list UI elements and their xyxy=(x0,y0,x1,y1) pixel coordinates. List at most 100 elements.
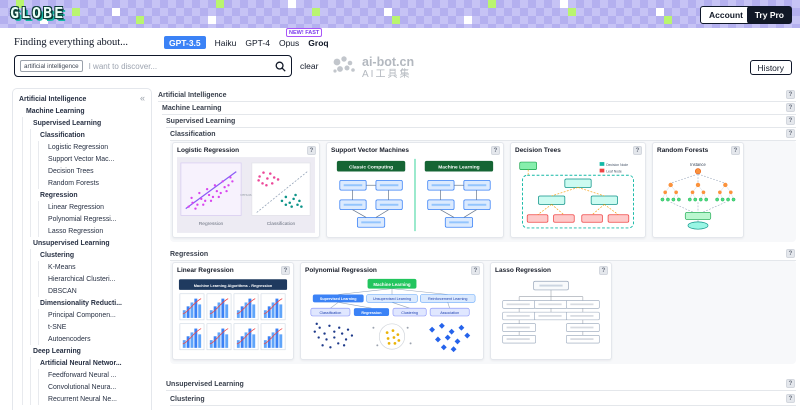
card-lasso-regression[interactable]: Lasso Regression ? xyxy=(490,262,612,360)
model-tab-haiku[interactable]: Haiku xyxy=(214,37,237,48)
sidebar-item-machine-learning[interactable]: Machine Learning xyxy=(26,107,85,115)
section-help-icon[interactable]: ? xyxy=(786,103,795,112)
section-help-icon[interactable]: ? xyxy=(786,116,795,125)
card-help-icon[interactable]: ? xyxy=(471,266,480,275)
svg-text:Supervised Learning: Supervised Learning xyxy=(320,297,357,301)
section-header-regression: Regression ? xyxy=(170,247,796,261)
search-input[interactable] xyxy=(86,60,271,72)
section-header-classification: Classification ? xyxy=(170,127,796,141)
watermark-logo-icon xyxy=(330,54,356,83)
svg-text:Unsupervised Learning: Unsupervised Learning xyxy=(373,297,411,301)
logistic-regression-thumbnail: Regression versus Classification xyxy=(177,156,315,234)
sidebar-item-t-sne[interactable]: t-SNE xyxy=(16,321,148,333)
lasso-regression-thumbnail xyxy=(495,276,607,356)
card-help-icon[interactable]: ? xyxy=(731,146,740,155)
svg-text:Association: Association xyxy=(440,311,459,315)
sidebar-item-classification[interactable]: Classification xyxy=(16,129,148,141)
svg-text:Machine Learning Algorithms -: Machine Learning Algorithms - Regression xyxy=(194,284,273,288)
svg-text:Reinforcement Learning: Reinforcement Learning xyxy=(428,297,468,301)
svg-text:Classification: Classification xyxy=(320,311,342,315)
banner-pixel-decoration-green xyxy=(16,0,24,8)
linear-regression-thumbnail: Machine Learning Algorithms - Regression xyxy=(177,276,289,356)
sidebar-item-unsupervised-learning[interactable]: Unsupervised Learning xyxy=(16,237,148,249)
sidebar-item-artificial-intelligence[interactable]: Artificial Intelligence xyxy=(19,95,87,103)
polynomial-regression-thumbnail: Machine Learning Supervised Learning Uns… xyxy=(305,276,479,356)
sidebar-item-random-forests[interactable]: Random Forests xyxy=(16,177,148,189)
model-tab-gpt-3-5[interactable]: GPT-3.5 xyxy=(164,36,206,49)
sidebar-item-feedforward-neural-network[interactable]: Feedforward Neural ... xyxy=(16,369,148,381)
globe-logo[interactable]: GLOBE xyxy=(10,4,66,22)
search-tag-chip[interactable]: artificial intelligence xyxy=(20,60,83,72)
section-header-unsupervised-learning: Unsupervised Learning ? xyxy=(166,377,796,391)
pixel-banner xyxy=(0,0,800,28)
finding-label: Finding everything about... xyxy=(14,37,129,48)
model-switcher: GPT-3.5 Haiku GPT-4 Opus Groq xyxy=(164,36,329,49)
history-button[interactable]: History xyxy=(749,60,792,75)
sidebar-collapse-icon[interactable]: « xyxy=(139,93,145,103)
search-icon[interactable] xyxy=(275,61,286,72)
sidebar-item-dbscan[interactable]: DBSCAN xyxy=(16,285,148,297)
sidebar-item-dimensionality-reduction[interactable]: Dimensionality Reducti... xyxy=(16,297,148,309)
model-tab-groq[interactable]: Groq xyxy=(308,37,329,48)
search-box[interactable]: artificial intelligence xyxy=(14,55,292,77)
section-help-icon[interactable]: ? xyxy=(786,379,795,388)
sidebar-item-clustering[interactable]: Clustering xyxy=(16,249,148,261)
card-help-icon[interactable]: ? xyxy=(281,266,290,275)
model-tab-opus[interactable]: Opus xyxy=(278,37,300,48)
support-vector-machines-thumbnail: Classic Computing Machine Learning xyxy=(331,156,499,234)
section-help-icon[interactable]: ? xyxy=(786,249,795,258)
sidebar-item-support-vector-machines[interactable]: Support Vector Mac... xyxy=(16,153,148,165)
sidebar-item-convolutional-neural-network[interactable]: Convolutional Neura... xyxy=(16,381,148,393)
card-help-icon[interactable]: ? xyxy=(633,146,642,155)
random-forests-thumbnail: Instance xyxy=(657,156,739,234)
svg-text:Decision Node: Decision Node xyxy=(606,163,628,167)
try-pro-button[interactable]: Try Pro xyxy=(746,6,792,24)
sidebar-item-linear-regression[interactable]: Linear Regression xyxy=(16,201,148,213)
section-header-machine-learning: Machine Learning ? xyxy=(162,101,796,115)
sidebar-item-artificial-neural-networks[interactable]: Artificial Neural Networ... xyxy=(16,357,148,369)
card-help-icon[interactable]: ? xyxy=(307,146,316,155)
sidebar-item-decision-trees[interactable]: Decision Trees xyxy=(16,165,148,177)
new-fast-badge: NEW! FAST xyxy=(286,28,323,37)
sidebar-item-regression[interactable]: Regression xyxy=(16,189,148,201)
watermark-site: ai-bot.cn xyxy=(362,55,415,69)
card-support-vector-machines[interactable]: Support Vector Machines ? Classic Comput… xyxy=(326,142,504,238)
section-help-icon[interactable]: ? xyxy=(786,129,795,138)
card-decision-trees[interactable]: Decision Trees ? Decision Node Leaf Node xyxy=(510,142,646,238)
model-tab-gpt-4[interactable]: GPT-4 xyxy=(245,37,270,48)
svg-text:Machine Learning: Machine Learning xyxy=(438,165,479,171)
section-help-icon[interactable]: ? xyxy=(786,90,795,99)
card-help-icon[interactable]: ? xyxy=(491,146,500,155)
sidebar-item-k-means[interactable]: K-Means xyxy=(16,261,148,273)
sidebar-item-principal-component-analysis[interactable]: Principal Componen... xyxy=(16,309,148,321)
decision-trees-thumbnail: Decision Node Leaf Node xyxy=(515,156,641,234)
svg-text:versus: versus xyxy=(240,192,251,197)
regression-cards-row: Linear Regression ? Machine Learning xyxy=(172,262,612,360)
card-linear-regression[interactable]: Linear Regression ? Machine Learning xyxy=(172,262,294,360)
card-polynomial-regression[interactable]: Polynomial Regression ? Machine Learning… xyxy=(300,262,484,360)
svg-text:Classification: Classification xyxy=(267,221,296,227)
section-header-clustering: Clustering ? xyxy=(170,392,796,406)
sidebar-item-deep-learning[interactable]: Deep Learning xyxy=(16,345,148,357)
sidebar-item-autoencoders[interactable]: Autoencoders xyxy=(16,333,148,345)
svg-text:Clustering: Clustering xyxy=(401,311,418,315)
svg-text:Regression: Regression xyxy=(361,311,382,315)
sidebar-item-logistic-regression[interactable]: Logistic Regression xyxy=(16,141,148,153)
account-button[interactable]: Account xyxy=(700,6,752,24)
clear-button[interactable]: clear xyxy=(300,61,319,71)
section-help-icon[interactable]: ? xyxy=(786,394,795,403)
svg-text:Regression: Regression xyxy=(199,221,224,227)
svg-text:Classic Computing: Classic Computing xyxy=(349,165,393,171)
sidebar-item-recurrent-neural-network[interactable]: Recurrent Neural Ne... xyxy=(16,393,148,405)
sidebar-item-supervised-learning[interactable]: Supervised Learning xyxy=(16,117,148,129)
svg-text:Machine Learning: Machine Learning xyxy=(373,282,411,287)
sidebar-item-hierarchical-clustering[interactable]: Hierarchical Clusteri... xyxy=(16,273,148,285)
card-help-icon[interactable]: ? xyxy=(599,266,608,275)
sidebar-item-polynomial-regression[interactable]: Polynomial Regressi... xyxy=(16,213,148,225)
sidebar-item-lasso-regression[interactable]: Lasso Regression xyxy=(16,225,148,237)
topic-tree-sidebar: « Artificial Intelligence Machine Learni… xyxy=(12,88,152,410)
card-random-forests[interactable]: Random Forests ? Instance xyxy=(652,142,744,238)
section-header-supervised-learning: Supervised Learning ? xyxy=(166,114,796,128)
classification-cards-row: Logistic Regression ? Regression ve xyxy=(172,142,744,238)
card-logistic-regression[interactable]: Logistic Regression ? Regression ve xyxy=(172,142,320,238)
